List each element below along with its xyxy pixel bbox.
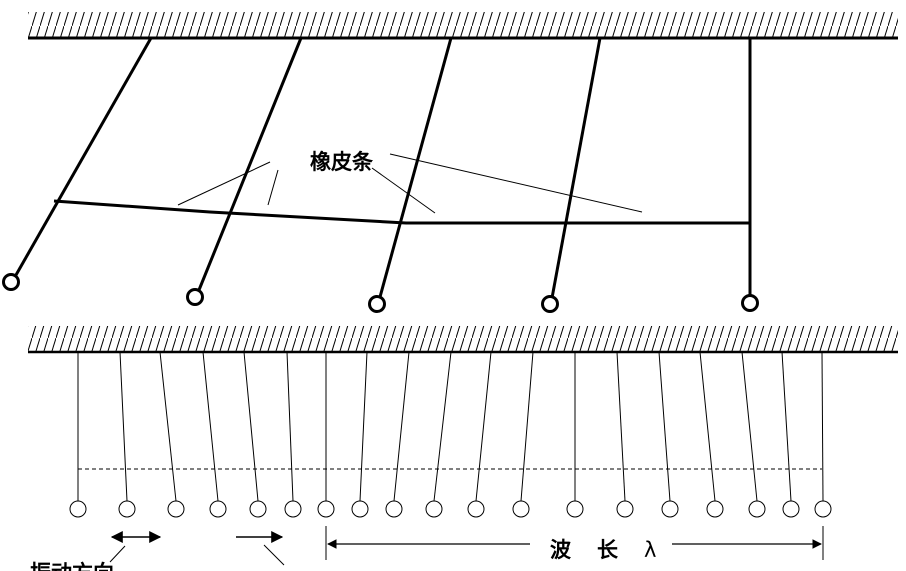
- bottom-pendulum-rod: [119, 351, 128, 502]
- bottom-pendulum-rod: [359, 351, 368, 502]
- bottom-pendulum-rod: [821, 351, 824, 502]
- bottom-pendulum-bob: [425, 500, 443, 518]
- wavelength-symbol: λ: [644, 538, 656, 562]
- top-pendulum-bob-3: [368, 295, 386, 313]
- bottom-pendulum-bob: [661, 500, 679, 518]
- bottom-pendulum-rod: [781, 351, 792, 502]
- propagation-label-leader: [263, 544, 285, 566]
- bottom-pendulum-rod: [243, 351, 259, 502]
- bottom-pendulum-bob: [118, 500, 136, 518]
- label-leader-4: [389, 153, 643, 213]
- rubber-band: [53, 199, 750, 225]
- bottom-figure: 振动方向 波 长 λ: [28, 326, 898, 571]
- bottom-pendulum-bob: [467, 500, 485, 518]
- top-pendulum-rod-4: [550, 37, 602, 299]
- label-leader-1: [177, 161, 271, 206]
- bottom-pendulum-bob: [782, 500, 800, 518]
- bottom-pendulum-bob: [167, 500, 185, 518]
- bottom-pendulum-bob: [249, 500, 267, 518]
- bottom-pendulum-bob: [512, 500, 530, 518]
- vibration-direction-label: 振动方向: [30, 561, 114, 571]
- top-pendulum-bob-2: [186, 288, 204, 306]
- label-leader-3: [371, 167, 436, 214]
- bottom-pendulum-bob: [814, 500, 832, 518]
- top-pendulum-bob-4: [541, 295, 559, 313]
- bottom-pendulum-rod: [393, 351, 410, 502]
- bottom-pendulum-rod: [286, 351, 294, 502]
- top-ceiling-hatch: [28, 12, 898, 38]
- bottom-pendulum-rod: [741, 351, 758, 502]
- top-pendulum-rod-3: [378, 37, 453, 298]
- bottom-pendulum-bob: [748, 500, 766, 518]
- bottom-pendulum-rod: [616, 351, 626, 502]
- top-pendulum-rod-2: [197, 37, 303, 291]
- bottom-pendulum-bob: [706, 500, 724, 518]
- bottom-pendulum-bob: [351, 500, 369, 518]
- bottom-pendulum-bob: [69, 500, 87, 518]
- rubber-band-label: 橡皮条: [310, 150, 374, 174]
- top-pendulum-bob-1: [2, 273, 20, 291]
- bottom-pendulum-bob: [284, 500, 302, 518]
- bottom-pendulum-rod: [433, 351, 452, 502]
- bottom-pendulum-rod: [202, 351, 219, 502]
- top-pendulum-bob-5: [741, 294, 759, 312]
- bottom-pendulum-bob: [317, 500, 335, 518]
- bottom-pendulum-bob: [209, 500, 227, 518]
- label-leader-2: [267, 169, 279, 206]
- bottom-pendulum-row: [69, 351, 832, 518]
- bottom-pendulum-bob: [566, 500, 584, 518]
- bottom-pendulum-rod: [475, 351, 492, 502]
- bottom-pendulum-rod: [658, 351, 671, 502]
- vibration-label-leader: [109, 545, 126, 563]
- top-figure: 橡皮条: [2, 12, 898, 313]
- wavelength-label-char2: 长: [597, 538, 619, 562]
- bottom-pendulum-rod: [699, 351, 716, 502]
- bottom-pendulum-bob: [385, 500, 403, 518]
- bottom-pendulum-bob: [616, 500, 634, 518]
- bottom-pendulum-rod: [159, 351, 177, 502]
- wavelength-label-char1: 波: [550, 538, 572, 562]
- top-pendulum-rod-1: [14, 37, 153, 276]
- bottom-ceiling-hatch: [28, 326, 898, 352]
- bottom-pendulum-rod: [520, 351, 534, 502]
